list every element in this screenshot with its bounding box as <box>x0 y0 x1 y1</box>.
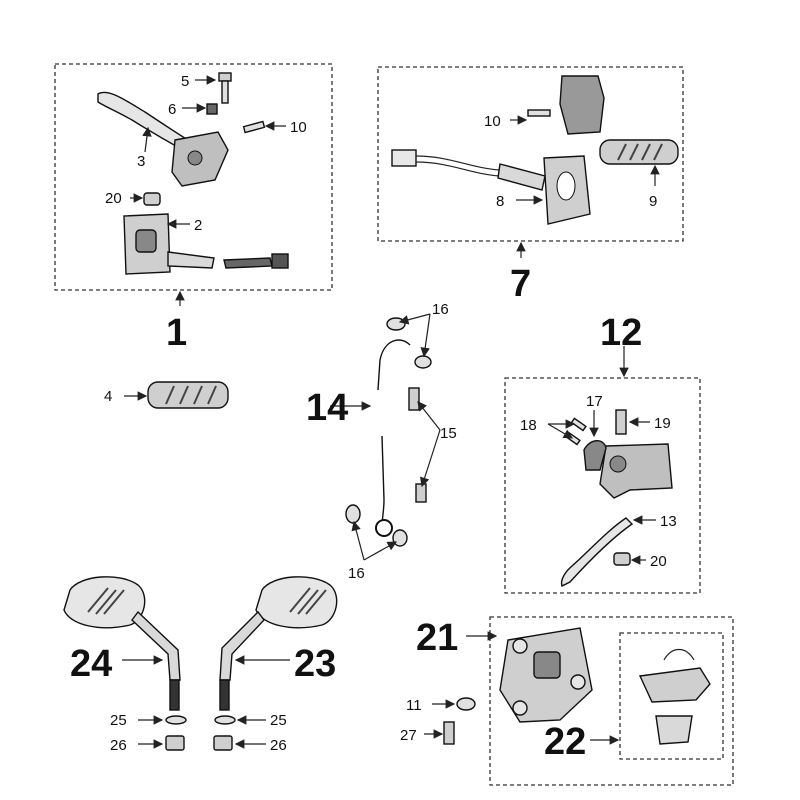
label-18: 18 <box>520 417 537 434</box>
brake-pads-22 <box>638 648 711 745</box>
label-3: 3 <box>137 153 145 170</box>
label-10-left: 10 <box>290 119 307 136</box>
clamp-17 <box>583 440 607 471</box>
nuts-26 <box>165 735 233 751</box>
label-8: 8 <box>496 193 504 210</box>
switch-housing-upper <box>559 75 605 135</box>
brake-caliper-21 <box>499 627 593 723</box>
screws-18 <box>564 417 587 446</box>
banjo-bolts-15 <box>408 387 427 503</box>
lever-13 <box>560 517 634 587</box>
bushing-20-right <box>613 552 631 566</box>
label-20-right: 20 <box>650 553 667 570</box>
mirror-23 <box>219 576 338 711</box>
bolt-27 <box>443 721 455 745</box>
brake-hose-14 <box>375 339 411 537</box>
label-9: 9 <box>649 193 657 210</box>
wire-connector <box>391 149 546 191</box>
label-4: 4 <box>104 388 112 405</box>
grip-9 <box>599 139 679 165</box>
screw-10-left <box>242 120 266 134</box>
washer-11 <box>456 697 476 711</box>
label-26-right: 26 <box>270 737 287 754</box>
label-1: 1 <box>166 312 187 354</box>
grip-4 <box>147 381 229 409</box>
label-13: 13 <box>660 513 677 530</box>
group-box-7 <box>377 66 684 242</box>
label-26-left: 26 <box>110 737 127 754</box>
bolt-5 <box>218 72 232 104</box>
label-20-left: 20 <box>105 190 122 207</box>
group-box-22 <box>619 632 724 760</box>
label-24: 24 <box>70 643 112 685</box>
label-22: 22 <box>544 721 586 763</box>
label-17: 17 <box>586 393 603 410</box>
label-16-bottom: 16 <box>348 565 365 582</box>
washers-25 <box>165 715 236 725</box>
switch-housing-2 <box>123 213 289 275</box>
master-cylinder <box>599 443 673 499</box>
screw-10-right <box>527 109 551 117</box>
label-25-right: 25 <box>270 712 287 729</box>
label-10-right: 10 <box>484 113 501 130</box>
switch-housing-8 <box>543 155 591 225</box>
bolt-19 <box>615 409 627 435</box>
label-6: 6 <box>168 101 176 118</box>
group-box-1 <box>54 63 333 291</box>
label-14: 14 <box>306 387 348 429</box>
label-12: 12 <box>600 312 642 354</box>
mirror-24 <box>63 576 181 711</box>
lever-bracket-housing <box>171 131 229 187</box>
label-11: 11 <box>406 697 422 714</box>
group-box-21 <box>489 616 734 786</box>
group-box-12 <box>504 377 701 594</box>
label-25-left: 25 <box>110 712 127 729</box>
nut-6 <box>206 103 218 115</box>
label-21: 21 <box>416 617 458 659</box>
label-5: 5 <box>181 73 189 90</box>
washers-16 <box>345 317 432 547</box>
label-27: 27 <box>400 727 417 744</box>
label-16-top: 16 <box>432 301 449 318</box>
bushing-20-left <box>143 192 161 206</box>
leader-lines <box>122 75 660 749</box>
label-19: 19 <box>654 415 671 432</box>
label-23: 23 <box>294 643 336 685</box>
label-7: 7 <box>510 263 531 305</box>
label-2: 2 <box>194 217 202 234</box>
label-15: 15 <box>440 425 457 442</box>
